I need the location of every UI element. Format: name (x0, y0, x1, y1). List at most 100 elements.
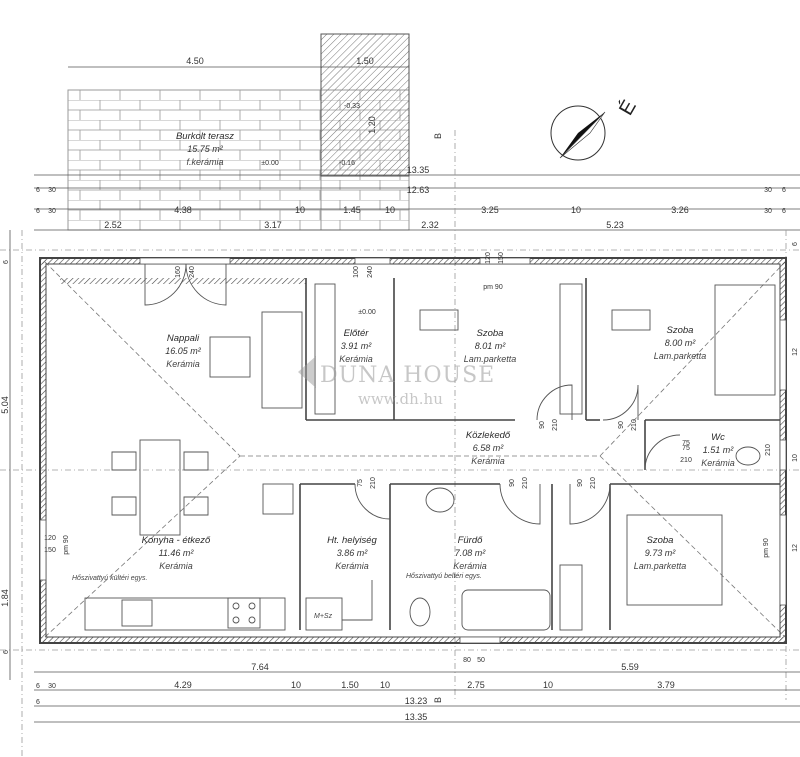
svg-text:Szoba: Szoba (477, 328, 504, 339)
svg-text:5.59: 5.59 (621, 662, 639, 672)
svg-text:75: 75 (682, 445, 690, 452)
svg-text:f.kerámia: f.kerámia (186, 157, 223, 167)
svg-text:2.75: 2.75 (467, 680, 485, 690)
svg-text:Lam.parketta: Lam.parketta (464, 354, 517, 364)
svg-text:75: 75 (357, 479, 364, 487)
svg-text:12.63: 12.63 (407, 185, 430, 195)
svg-text:Nappali: Nappali (167, 333, 200, 344)
furniture (84, 283, 776, 631)
svg-text:pm 90: pm 90 (763, 538, 770, 558)
svg-text:8.00 m²: 8.00 m² (665, 338, 697, 348)
svg-text:6: 6 (36, 208, 40, 215)
svg-text:240: 240 (367, 266, 374, 278)
svg-text:3.17: 3.17 (264, 220, 282, 230)
svg-text:5.23: 5.23 (606, 220, 624, 230)
svg-text:10: 10 (380, 680, 390, 690)
svg-text:Kerámia: Kerámia (335, 561, 369, 571)
svg-text:10: 10 (571, 205, 581, 215)
svg-text:210: 210 (522, 477, 529, 489)
windows (39, 257, 787, 644)
svg-text:Kerámia: Kerámia (701, 458, 735, 468)
svg-text:9.73 m²: 9.73 m² (645, 548, 677, 558)
svg-text:150: 150 (44, 547, 56, 554)
svg-text:210: 210 (370, 477, 377, 489)
svg-text:210: 210 (631, 419, 638, 431)
roof-lines (44, 261, 786, 638)
svg-text:Kerámia: Kerámia (339, 354, 373, 364)
svg-text:90: 90 (618, 421, 625, 429)
interior-walls (299, 278, 780, 630)
room-wc: Wc 1.51 m² Kerámia (701, 432, 735, 468)
svg-text:210: 210 (680, 457, 692, 464)
doors (144, 263, 681, 621)
svg-text:±0.00: ±0.00 (261, 160, 279, 167)
svg-text:8.01 m²: 8.01 m² (475, 341, 507, 351)
svg-text:3.91 m²: 3.91 m² (341, 341, 373, 351)
svg-text:210: 210 (765, 444, 772, 456)
watermark-brand: DUNA HOUSE (320, 363, 495, 388)
svg-text:100: 100 (353, 266, 360, 278)
svg-text:210: 210 (552, 419, 559, 431)
svg-text:6: 6 (3, 260, 10, 264)
svg-text:13.35: 13.35 (407, 165, 430, 175)
svg-text:160: 160 (175, 266, 182, 278)
svg-text:30: 30 (764, 187, 772, 194)
svg-text:90: 90 (539, 421, 546, 429)
watermark: DUNA HOUSE www.dh.hu (298, 356, 495, 408)
svg-text:1.50: 1.50 (341, 680, 359, 690)
svg-text:30: 30 (764, 208, 772, 215)
svg-text:10: 10 (543, 680, 553, 690)
svg-text:Ht. helyiség: Ht. helyiség (327, 535, 377, 546)
svg-text:12: 12 (792, 544, 799, 552)
room-bathroom: Fürdő 7.08 m² Kerámia (453, 535, 487, 571)
outer-walls (39, 257, 787, 644)
svg-text:Kerámia: Kerámia (159, 561, 193, 571)
svg-text:Burkolt terasz: Burkolt terasz (176, 131, 234, 142)
svg-text:-0.33: -0.33 (344, 103, 360, 110)
svg-text:1.45: 1.45 (343, 205, 361, 215)
terrace (67, 33, 410, 231)
svg-text:2.52: 2.52 (104, 220, 122, 230)
svg-text:Lam.parketta: Lam.parketta (654, 351, 707, 361)
svg-text:Kerámia: Kerámia (453, 561, 487, 571)
svg-text:7.64: 7.64 (251, 662, 269, 672)
room-living: Nappali 16.05 m² Kerámia (165, 333, 202, 369)
level-marks: -0.33 ±0.00 -0.16 ±0.00 (261, 103, 376, 316)
svg-text:4.38: 4.38 (174, 205, 192, 215)
svg-text:1.51 m²: 1.51 m² (703, 445, 735, 455)
svg-text:240: 240 (189, 266, 196, 278)
svg-text:Hőszivattyú kültéri egys.: Hőszivattyú kültéri egys. (72, 575, 148, 582)
room-bedroom-1: Szoba 8.01 m² Lam.parketta (464, 328, 517, 364)
dimensions-sides: 6 5.04 1.84 6 6 12 10 12 (0, 230, 799, 680)
svg-text:90: 90 (577, 479, 584, 487)
room-corridor: Közlekedő 6.58 m² Kerámia (466, 430, 511, 466)
svg-text:11.46 m²: 11.46 m² (159, 548, 195, 558)
section-label-top: B (433, 133, 443, 139)
watermark-url: www.dh.hu (358, 390, 443, 408)
svg-text:Szoba: Szoba (667, 325, 694, 336)
svg-text:Hőszivattyú beltéri egys.: Hőszivattyú beltéri egys. (406, 573, 482, 580)
svg-text:3.26: 3.26 (671, 205, 689, 215)
svg-text:Előtér: Előtér (344, 328, 370, 339)
dimensions-bottom: 7.64 5.59 4.29 10 1.50 10 2.75 10 3.79 1… (34, 662, 800, 723)
svg-text:10: 10 (295, 205, 305, 215)
svg-text:-0.16: -0.16 (339, 160, 355, 167)
svg-text:6.58 m²: 6.58 m² (473, 443, 505, 453)
svg-text:Szoba: Szoba (647, 535, 674, 546)
svg-text:15.75 m²: 15.75 m² (187, 144, 224, 154)
svg-text:6: 6 (782, 208, 786, 215)
svg-text:80: 80 (463, 657, 471, 664)
svg-text:4.50: 4.50 (186, 56, 204, 66)
opening-dims: 160 240 100 240 120 150 pm 90 90 210 90 … (44, 252, 772, 664)
svg-text:1.20: 1.20 (367, 116, 377, 134)
svg-text:10: 10 (792, 454, 799, 462)
room-terrace: Burkolt terasz 15.75 m² f.kerámia (176, 131, 234, 167)
svg-text:pm 90: pm 90 (63, 535, 70, 555)
svg-text:4.29: 4.29 (174, 680, 192, 690)
svg-text:12: 12 (792, 348, 799, 356)
svg-text:Fürdő: Fürdő (458, 535, 484, 546)
compass: É (550, 96, 641, 161)
svg-text:10: 10 (291, 680, 301, 690)
svg-text:Lam.parketta: Lam.parketta (634, 561, 687, 571)
